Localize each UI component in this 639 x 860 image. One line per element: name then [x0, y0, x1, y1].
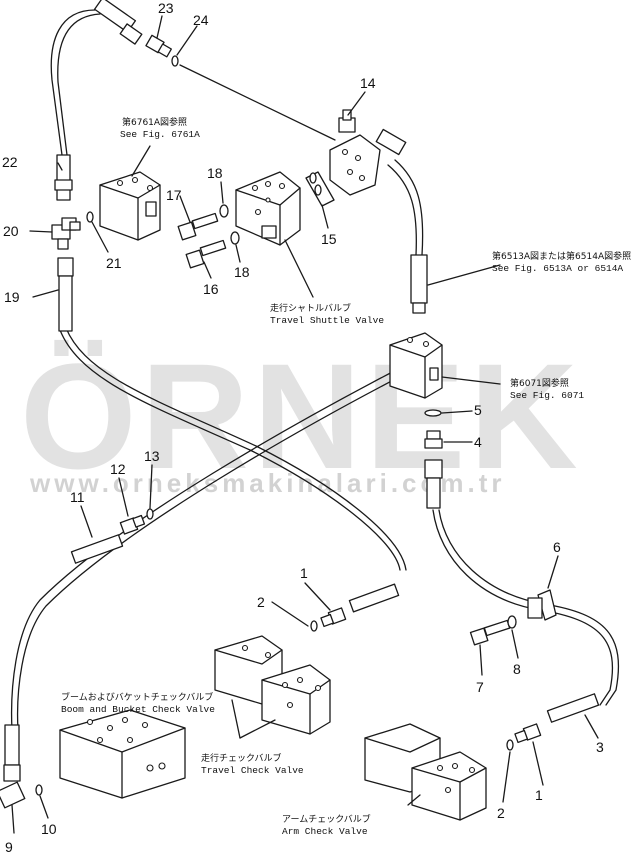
hose-end-22 — [54, 154, 73, 201]
hose-end-19 — [57, 257, 74, 332]
washer-18b — [230, 231, 240, 245]
fitting-1-top — [320, 607, 347, 628]
shuttle-jp: 走行シャトルバルブ — [270, 302, 351, 314]
travel-check-en: Travel Check Valve — [201, 765, 304, 776]
valve-block-6761a — [99, 171, 161, 241]
part-label-6: 6 — [553, 539, 561, 555]
part-label-3: 3 — [596, 739, 604, 755]
o-ring-24 — [171, 55, 179, 67]
part-label-2a: 2 — [257, 594, 265, 610]
travel-shuttle-valve — [235, 171, 301, 246]
part-label-24: 24 — [193, 12, 209, 28]
hose-left-long-b — [16, 373, 406, 731]
valve-14 — [329, 109, 407, 196]
part-label-10: 10 — [41, 821, 57, 837]
part-label-4: 4 — [474, 434, 482, 450]
o-ring-5 — [424, 409, 442, 417]
hose-diagonal-b — [65, 327, 407, 571]
fig6513-en: See Fig. 6513A or 6514A — [492, 263, 623, 274]
hose-diagonal — [59, 329, 401, 571]
shuttle-en: Travel Shuttle Valve — [270, 315, 384, 326]
o-ring-2-top — [310, 620, 318, 632]
hose-end-3-right — [546, 693, 600, 723]
valve-block-6071 — [389, 332, 443, 399]
bolt-17 — [177, 212, 219, 241]
part-label-2b: 2 — [497, 805, 505, 821]
washer-8 — [507, 615, 517, 629]
arm-check-valve — [364, 723, 487, 821]
part-label-21: 21 — [106, 255, 122, 271]
hose-right-top-b — [387, 164, 417, 256]
part-label-14: 14 — [360, 75, 376, 91]
fig6071-en: See Fig. 6071 — [510, 390, 584, 401]
hose-right-top — [394, 159, 424, 256]
bolt-16 — [185, 239, 227, 269]
watermark-url: www.orneksmakinalari.com.tr — [29, 468, 506, 498]
part-label-19: 19 — [4, 289, 20, 305]
watermark-brand: ÖRNEK — [20, 332, 582, 500]
part-label-16: 16 — [203, 281, 219, 297]
part-label-18b: 18 — [234, 264, 250, 280]
boom-jp: ブームおよびバケットチェックバルブ — [61, 691, 213, 703]
hose-end-6513a — [410, 254, 428, 314]
o-ring-21 — [86, 211, 94, 223]
leader-lines — [11, 15, 599, 834]
hose-top — [179, 64, 336, 141]
hose-end-3-left — [348, 583, 400, 613]
part-label-18a: 18 — [207, 165, 223, 181]
hose-right-low — [432, 509, 614, 706]
travel-check-valve — [214, 635, 331, 735]
part-label-8: 8 — [513, 661, 521, 677]
fitting-12 — [119, 514, 146, 535]
o-ring-10 — [35, 784, 43, 796]
hose-end-11 — [70, 534, 124, 564]
o-ring-2-bottom — [506, 739, 514, 751]
tee-fitting-20 — [51, 217, 81, 250]
part-number-labels: 1 1 2 2 3 4 5 6 7 8 9 10 11 12 13 14 15 … — [2, 0, 604, 855]
fig6761-jp: 第6761A図参照 — [122, 116, 187, 128]
arm-check-jp: アームチェックバルブ — [282, 813, 371, 825]
hose-top-left — [50, 9, 96, 156]
part-label-5: 5 — [474, 402, 482, 418]
bolt-7 — [469, 619, 511, 646]
fig6513-jp: 第6513A図または第6514A図参照 — [492, 250, 631, 262]
part-label-12: 12 — [110, 461, 126, 477]
gasket-15 — [305, 171, 335, 207]
hose-top-left-b — [57, 13, 101, 156]
part-label-7: 7 — [476, 679, 484, 695]
part-label-1b: 1 — [535, 787, 543, 803]
part-label-23: 23 — [158, 0, 174, 16]
fitting-23 — [145, 34, 172, 58]
washer-18a — [219, 204, 229, 218]
hose-end-9 — [0, 724, 26, 809]
arm-check-en: Arm Check Valve — [282, 826, 368, 837]
part-label-15: 15 — [321, 231, 337, 247]
reference-labels: 第6761A図参照 See Fig. 6761A 走行シャトルバルブ Trave… — [61, 116, 631, 837]
part-label-20: 20 — [3, 223, 19, 239]
hose-end-4 — [424, 459, 443, 509]
part-label-13: 13 — [144, 448, 160, 464]
fig6071-jp: 第6071図参照 — [510, 377, 569, 389]
bracket-6 — [527, 589, 557, 621]
hose-end-top — [93, 0, 143, 45]
fitting-4 — [424, 430, 443, 449]
o-ring-13 — [146, 508, 154, 520]
part-label-9: 9 — [5, 839, 13, 855]
boom-bucket-check-valve — [59, 709, 186, 799]
fitting-1-bottom — [514, 723, 542, 744]
fig6761-en: See Fig. 6761A — [120, 129, 200, 140]
part-label-11: 11 — [70, 489, 85, 505]
part-label-22: 22 — [2, 154, 18, 170]
travel-check-jp: 走行チェックバルブ — [201, 752, 282, 764]
part-label-1a: 1 — [300, 565, 308, 581]
boom-en: Boom and Bucket Check Valve — [61, 704, 215, 715]
part-label-17: 17 — [166, 187, 182, 203]
